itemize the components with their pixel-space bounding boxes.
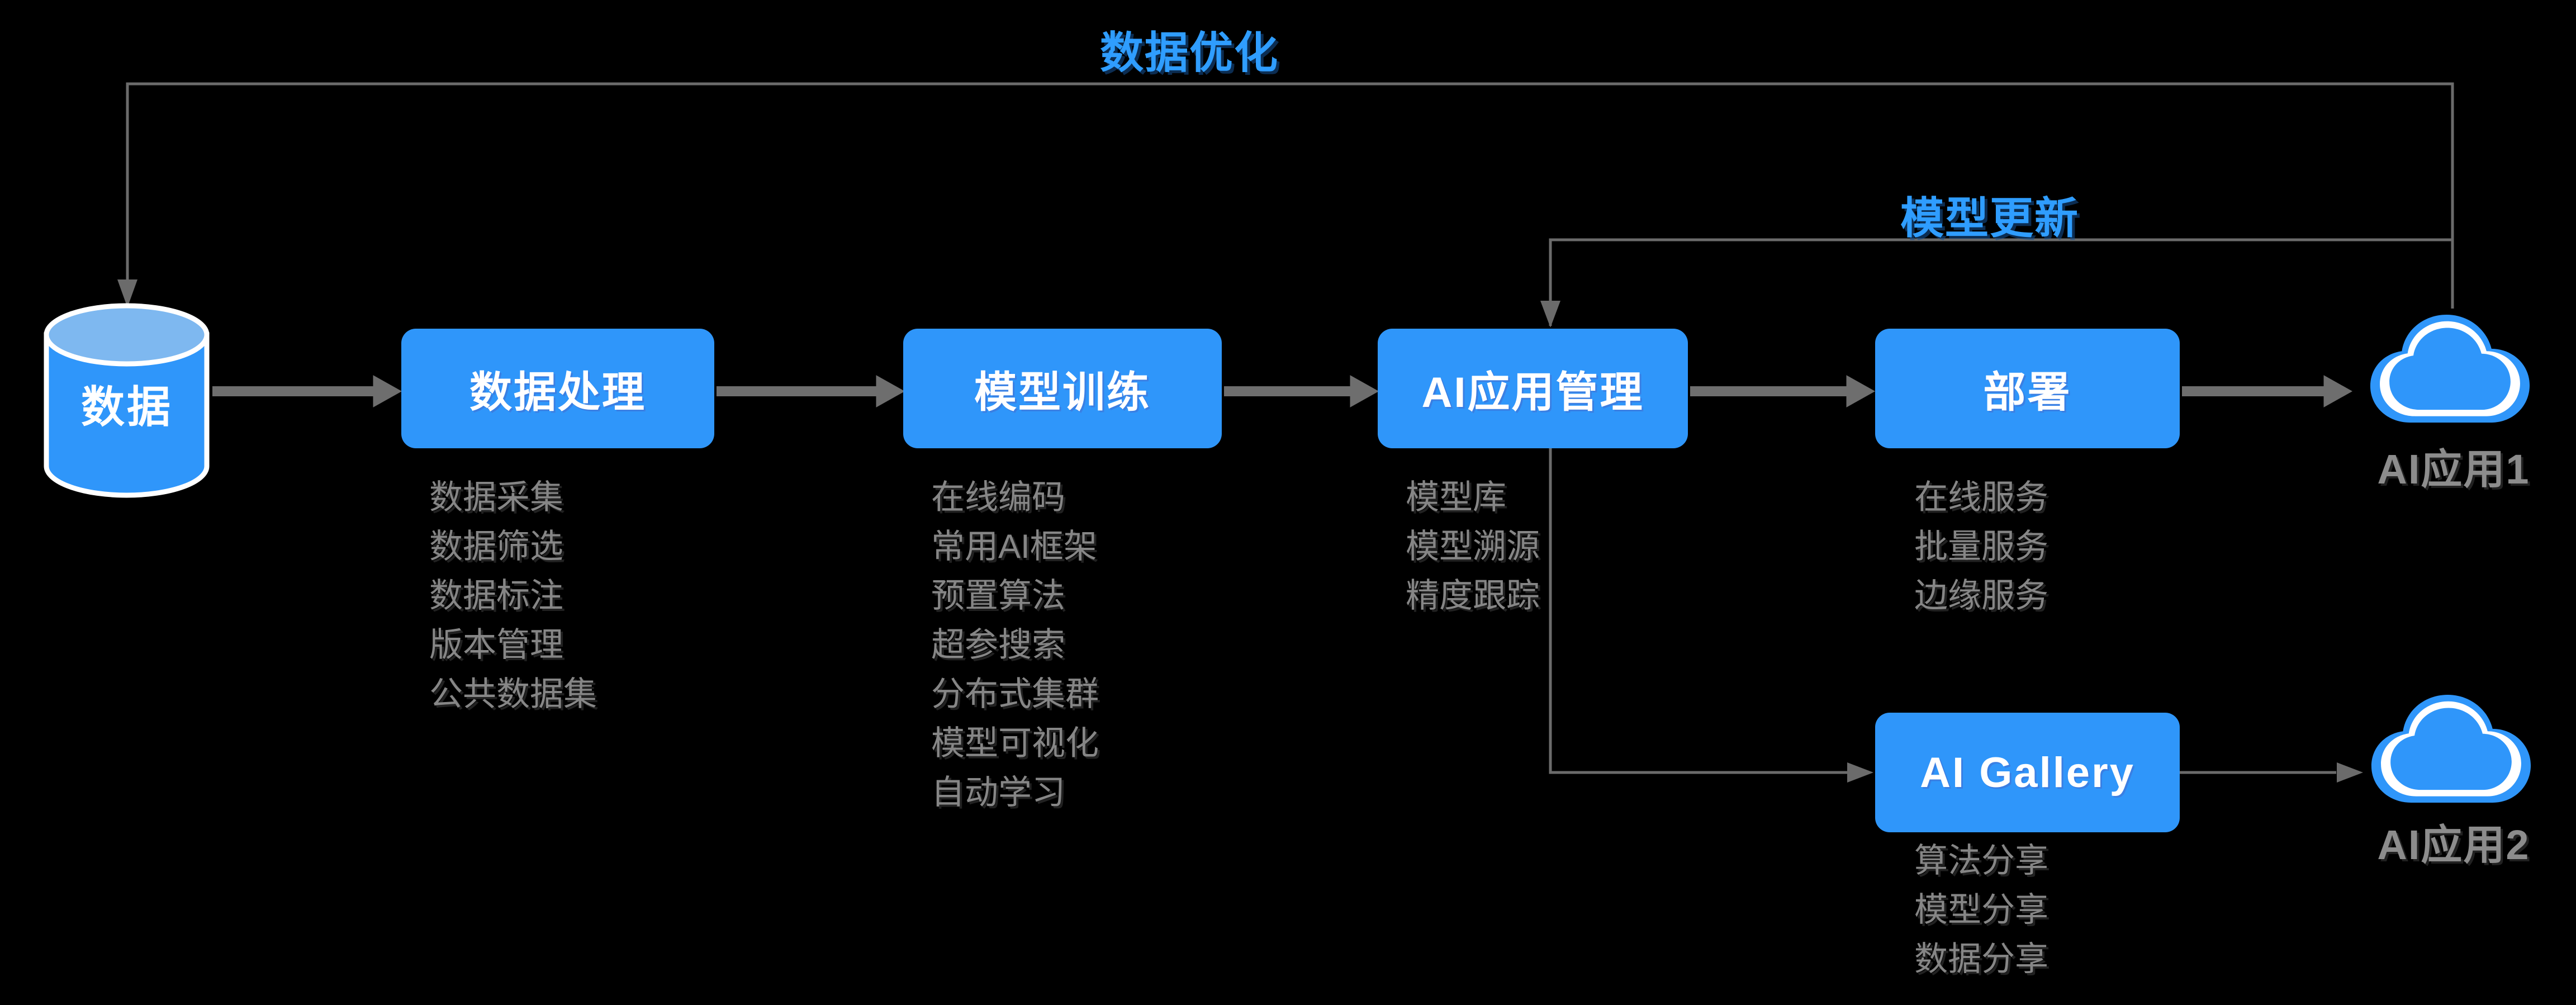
stage-list-ai-gallery: 算法分享 模型分享 数据分享 [1914, 836, 2048, 984]
database-icon [44, 303, 210, 498]
list-item: 在线服务 [1914, 478, 2048, 516]
list-item: 公共数据集 [429, 675, 597, 713]
list-item: 批量服务 [1914, 528, 2048, 565]
stage-label: AI Gallery [1920, 748, 2135, 797]
arrowhead-into-database [117, 279, 137, 307]
stage-label: 数据处理 [469, 369, 646, 416]
feedback-line-data-optimization [117, 82, 2454, 309]
list-item: 模型可视化 [931, 724, 1099, 762]
stage-list-data-processing: 数据采集 数据筛选 数据标注 版本管理 公共数据集 [429, 473, 597, 719]
main-flow-arrows [212, 375, 2353, 407]
cloud-label-ai-app-1: AI应用1 [2377, 446, 2530, 492]
branch-line-to-gallery [1549, 448, 2363, 783]
database-label: 数据 [80, 382, 173, 432]
list-item: 数据分享 [1914, 940, 2048, 978]
list-item: 模型分享 [1914, 891, 2048, 928]
stage-label: 模型训练 [974, 369, 1151, 416]
list-item: 在线编码 [931, 478, 1065, 516]
stage-list-ai-app-management: 模型库 模型溯源 精度跟踪 [1406, 473, 1540, 620]
feedback-line-model-update [1540, 238, 2452, 328]
arrowhead-into-gallery [1847, 762, 1873, 783]
stage-label: 部署 [1983, 369, 2072, 416]
list-item: 模型库 [1406, 478, 1506, 516]
list-item: 算法分享 [1914, 842, 2048, 879]
list-item: 精度跟踪 [1406, 577, 1540, 614]
stage-box-model-training: 模型训练 [903, 329, 1222, 448]
stage-label: AI应用管理 [1421, 369, 1644, 416]
stage-box-ai-gallery: AI Gallery [1875, 713, 2180, 832]
list-item: 模型溯源 [1406, 528, 1540, 565]
stage-box-deployment: 部署 [1875, 329, 2180, 448]
stage-box-ai-app-management: AI应用管理 [1378, 329, 1688, 448]
list-item: 数据标注 [429, 577, 563, 614]
list-item: 分布式集群 [931, 675, 1099, 713]
list-item: 数据采集 [429, 478, 563, 516]
cloud-icon-ai-app-2 [2371, 694, 2531, 803]
list-item: 预置算法 [931, 577, 1065, 614]
stage-box-data-processing: 数据处理 [401, 329, 714, 448]
stage-list-deployment: 在线服务 批量服务 边缘服务 [1914, 473, 2048, 620]
cloud-label-ai-app-2: AI应用2 [2377, 822, 2530, 868]
list-item: 数据筛选 [429, 528, 563, 565]
list-item: 超参搜索 [931, 626, 1065, 663]
feedback-label-data-optimization: 数据优化 [1099, 28, 1279, 77]
stage-list-model-training: 在线编码 常用AI框架 预置算法 超参搜索 分布式集群 模型可视化 自动学习 [931, 473, 1099, 817]
feedback-label-model-update: 模型更新 [1900, 193, 2080, 243]
list-item: 边缘服务 [1914, 577, 2048, 614]
list-item: 版本管理 [429, 626, 563, 663]
cloud-icon-ai-app-1 [2370, 314, 2530, 423]
arrowhead-into-management [1540, 301, 1560, 328]
list-item: 常用AI框架 [931, 528, 1097, 565]
list-item: 自动学习 [931, 774, 1065, 811]
arrowhead-into-cloud-2 [2337, 762, 2363, 783]
